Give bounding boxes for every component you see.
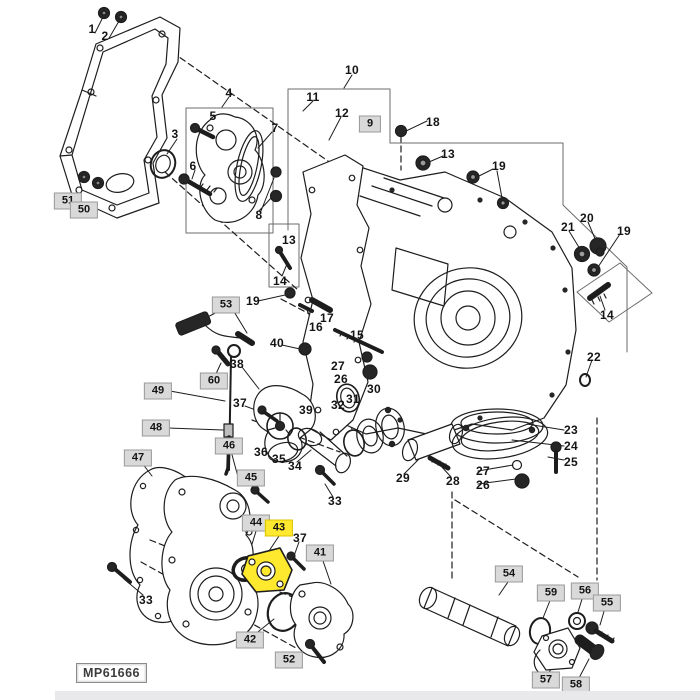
callout-56[interactable]: 56: [570, 582, 600, 600]
callout-41[interactable]: 41: [305, 544, 335, 562]
callout-16: 16: [309, 320, 323, 334]
relief-valve-drawing: [401, 416, 562, 489]
callout-57[interactable]: 57: [531, 671, 561, 689]
callout-27: 27: [331, 359, 345, 373]
callout-55[interactable]: 55: [592, 594, 622, 612]
bottom-strip: [55, 691, 700, 700]
callout-6: 6: [189, 159, 197, 173]
callout-27: 27: [476, 464, 490, 478]
pump-assembly-drawing: [178, 113, 283, 223]
callout-48[interactable]: 48: [141, 419, 171, 437]
callout-39: 39: [299, 403, 313, 417]
callout-11: 11: [306, 90, 320, 104]
callout-46[interactable]: 46: [214, 437, 244, 455]
callout-19: 19: [492, 159, 506, 173]
callout-26: 26: [334, 372, 348, 386]
callout-53[interactable]: 53: [211, 296, 241, 314]
callout-10: 10: [345, 63, 359, 77]
callout-42[interactable]: 42: [235, 631, 265, 649]
callout-32: 32: [331, 398, 345, 412]
callout-8: 8: [255, 208, 263, 222]
callout-37: 37: [233, 396, 247, 410]
callout-33: 33: [139, 593, 153, 607]
callout-17: 17: [320, 311, 334, 325]
callout-7: 7: [271, 121, 279, 135]
detail-boxes: [185, 88, 653, 353]
callout-30: 30: [367, 382, 381, 396]
thermostat-cluster-drawing: [253, 383, 405, 486]
callout-5: 5: [209, 109, 217, 123]
callout-49[interactable]: 49: [143, 382, 173, 400]
callout-14: 14: [273, 274, 287, 288]
callout-22: 22: [587, 350, 601, 364]
callout-25: 25: [564, 455, 578, 469]
engine-block-drawing: [300, 154, 577, 444]
seal-3-drawing: [149, 149, 177, 179]
callout-59[interactable]: 59: [536, 584, 566, 602]
callout-20: 20: [580, 211, 594, 225]
callout-38: 38: [230, 357, 244, 371]
callout-4: 4: [225, 86, 233, 100]
callout-28: 28: [446, 474, 460, 488]
callout-19: 19: [617, 224, 631, 238]
callout-26: 26: [476, 478, 490, 492]
callout-45[interactable]: 45: [236, 469, 266, 487]
callout-50[interactable]: 50: [69, 201, 99, 219]
callout-12: 12: [335, 106, 349, 120]
callout-36: 36: [254, 445, 268, 459]
drawing-number-label: MP61666: [76, 663, 148, 683]
callout-1: 1: [88, 22, 96, 36]
callout-60[interactable]: 60: [199, 372, 229, 390]
callout-18: 18: [426, 115, 440, 129]
studs-drawing: [274, 245, 384, 380]
callout-9[interactable]: 9: [358, 115, 382, 133]
callout-29: 29: [396, 471, 410, 485]
oil-pump-41-drawing: [266, 551, 354, 664]
callout-33: 33: [328, 494, 342, 508]
callout-15: 15: [350, 328, 364, 342]
callout-13: 13: [441, 147, 455, 161]
oil-tube-cluster-drawing: [418, 586, 615, 677]
right-plugs-drawing: [394, 124, 611, 387]
callout-19: 19: [246, 294, 260, 308]
callout-54[interactable]: 54: [494, 565, 524, 583]
highlighted-part-43-drawing: [241, 547, 293, 593]
callout-31: 31: [346, 392, 360, 406]
callout-47[interactable]: 47: [123, 449, 153, 467]
callout-34: 34: [288, 459, 302, 473]
callout-43[interactable]: 43: [264, 519, 294, 537]
callout-3: 3: [171, 127, 179, 141]
callout-21: 21: [561, 220, 575, 234]
callout-35: 35: [272, 452, 286, 466]
callout-23: 23: [564, 423, 578, 437]
callout-13: 13: [282, 233, 296, 247]
callout-40: 40: [270, 336, 284, 350]
callout-52[interactable]: 52: [274, 651, 304, 669]
callout-37: 37: [293, 531, 307, 545]
callout-14: 14: [600, 308, 614, 322]
nuts-drawing: [77, 6, 128, 190]
callout-24: 24: [564, 439, 578, 453]
callout-2: 2: [101, 29, 109, 43]
